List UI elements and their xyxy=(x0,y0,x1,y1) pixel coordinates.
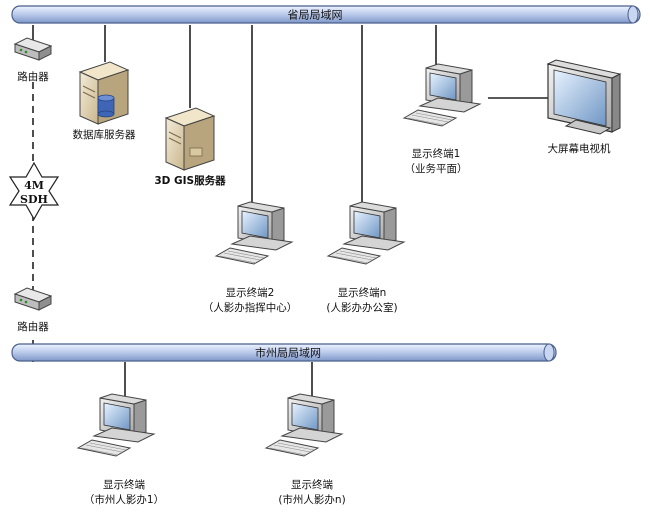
big-screen-label: 大屏幕电视机 xyxy=(548,142,611,155)
city-terminal-1-name: 显示终端 xyxy=(103,478,145,491)
province-lan-bus: 省局局域网 xyxy=(11,5,641,24)
computer-icon xyxy=(265,393,343,457)
terminal-1-role: （业务平面） xyxy=(405,162,468,175)
terminal-2-name: 显示终端2 xyxy=(226,286,275,299)
terminal-n-role: (人影办办公室) xyxy=(326,301,397,314)
router-top: 路由器 xyxy=(14,37,52,83)
computer-icon xyxy=(403,63,481,127)
display-terminal-1: 显示终端1 （业务平面） xyxy=(403,63,481,175)
database-cylinder-icon xyxy=(97,94,115,118)
display-terminal-2: 显示终端2 （人影办指挥中心） xyxy=(203,201,298,314)
computer-icon xyxy=(215,201,293,265)
tv-monitor-icon xyxy=(546,59,622,135)
terminal-2-role: （人影办指挥中心） xyxy=(203,301,298,314)
computer-icon xyxy=(77,393,155,457)
terminal-n-name: 显示终端n xyxy=(338,286,387,299)
province-lan-label: 省局局域网 xyxy=(288,9,343,22)
city-lan-bus: 市州局局域网 xyxy=(11,343,557,362)
city-terminal-1-role: （市州人影办1） xyxy=(84,493,164,506)
server-tower-icon xyxy=(164,107,216,171)
connectors xyxy=(32,25,552,398)
database-server-label: 数据库服务器 xyxy=(73,128,136,141)
city-terminal-1: 显示终端 （市州人影办1） xyxy=(77,393,164,506)
big-screen-tv: 大屏幕电视机 xyxy=(546,59,622,155)
city-lan-label: 市州局局域网 xyxy=(255,346,321,360)
city-terminal-n: 显示终端 (市州人影办n) xyxy=(265,393,346,506)
gis-server: 3D GIS服务器 xyxy=(154,107,226,187)
display-terminal-n: 显示终端n (人影办办公室) xyxy=(326,201,405,314)
router-icon xyxy=(14,37,52,61)
router-bottom: 路由器 xyxy=(14,287,52,333)
database-server: 数据库服务器 xyxy=(73,61,136,141)
computer-icon xyxy=(327,201,405,265)
sdh-link-badge: 4M SDH xyxy=(8,161,60,221)
star-icon xyxy=(8,161,60,221)
gis-server-label: 3D GIS服务器 xyxy=(154,174,226,187)
router-bottom-label: 路由器 xyxy=(17,320,49,333)
terminal-1-name: 显示终端1 xyxy=(412,147,461,160)
sdh-bandwidth-label: 4M xyxy=(24,179,44,192)
router-icon xyxy=(14,287,52,311)
sdh-type-label: SDH xyxy=(20,193,48,206)
city-terminal-n-name: 显示终端 xyxy=(291,478,333,491)
city-terminal-n-role: (市州人影办n) xyxy=(278,493,345,506)
router-top-label: 路由器 xyxy=(17,70,49,83)
